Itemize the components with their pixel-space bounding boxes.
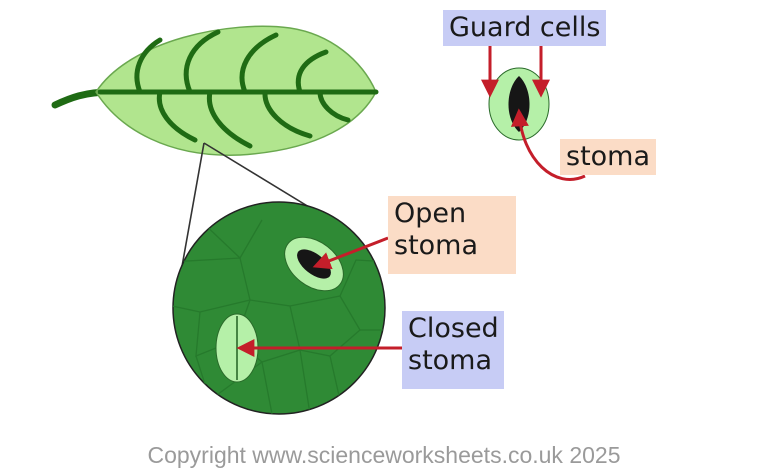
leaf-veins bbox=[97, 29, 379, 149]
closed-stoma-label: Closed stoma bbox=[402, 311, 504, 389]
open-stoma-arrow bbox=[312, 236, 389, 270]
arrows bbox=[236, 40, 586, 357]
open-stoma-label-line1: Open bbox=[394, 198, 467, 229]
stoma-label-text: stoma bbox=[566, 141, 651, 172]
stoma-arrow bbox=[510, 108, 586, 181]
closed-stoma-label-line2: stoma bbox=[408, 344, 493, 376]
guard-cells-label: Guard cells bbox=[443, 10, 607, 46]
open-stoma-label: Open stoma bbox=[388, 196, 516, 274]
copyright-notice: Copyright www.scienceworksheets.co.uk 20… bbox=[147, 442, 621, 468]
leaf bbox=[51, 25, 379, 156]
guard-cells-label-text: Guard cells bbox=[449, 12, 601, 43]
magnified-tissue bbox=[172, 201, 386, 415]
closed-stoma-label-line1: Closed bbox=[408, 313, 499, 344]
stoma-label: stoma bbox=[560, 139, 657, 175]
open-stoma-label-line2: stoma bbox=[394, 229, 479, 261]
